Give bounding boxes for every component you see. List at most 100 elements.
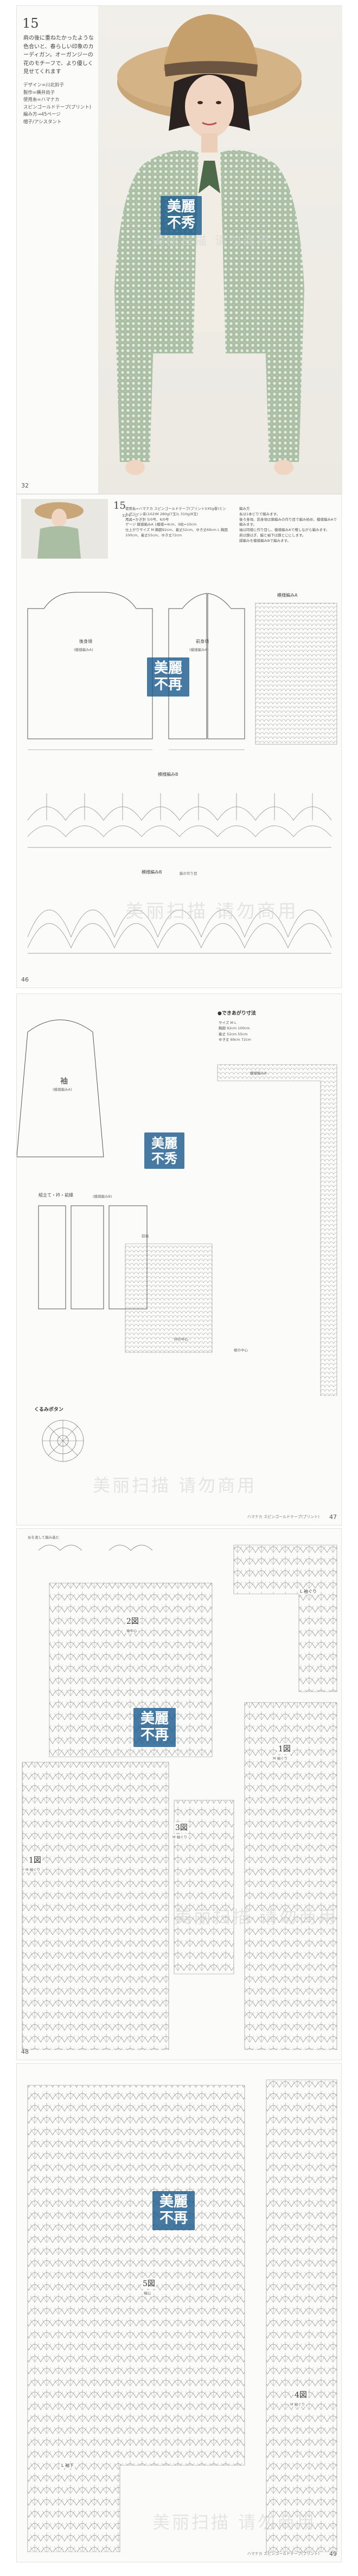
watermark-text: 美丽扫描 请勿商用 xyxy=(152,235,271,248)
spec-line: 仕上がりサイズ M 胸囲92cm、着丈52cm、ゆき丈69cm L 胸囲100c… xyxy=(125,528,228,537)
edge-chart xyxy=(125,1243,213,1353)
page-reference: 32ページ xyxy=(122,514,138,518)
button-title: くるみボタン xyxy=(34,1407,63,1413)
chart-2 xyxy=(49,1583,213,1757)
watermark-box: 美麗 不秀 xyxy=(161,196,202,235)
pattern-meta: デザイン=川北鈴子 製作=横井尚子 使用糸=ハマナカ スピンゴールドテープ(プリ… xyxy=(23,82,94,126)
watermark-line: 不再 xyxy=(154,676,182,693)
stitch-sample xyxy=(108,1545,153,1551)
spec-line: 使用糸=ハマナカ スピンゴールドテープ(プリント)(45g巻)ミントグリーン系(… xyxy=(125,507,226,516)
assembly-body xyxy=(38,1205,104,1309)
watermark-line: 不秀 xyxy=(151,1150,177,1166)
method-line: 縁編みを模様編みBで編みます。 xyxy=(239,538,291,543)
footer-credit: ハマナカ スピンゴールドテープ(プリント) xyxy=(247,2552,319,2556)
pattern-number: 15 xyxy=(22,16,39,31)
size-row: ゆき丈 69cm 72cm xyxy=(219,1037,251,1042)
chart-1-right-label: 1図 xyxy=(277,1743,292,1754)
chart-l-label: L 袖ぐり xyxy=(299,1588,318,1594)
watermark-line: 不再 xyxy=(140,1726,169,1743)
instruction-page: 15 32ページ 使用糸=ハマナカ スピンゴールドテープ(プリント)(45g巻)… xyxy=(16,494,342,988)
meta-line: 帽子/アシスタント xyxy=(23,119,62,125)
chart-2-sublabel: 袖中心 xyxy=(125,1628,138,1633)
chart-intro: 糸を渡して編み進む xyxy=(28,1535,60,1540)
chart-page: 5図 袖山 4図 M 袖ぐり L 袖下 美麗 不再 美丽扫描 请勿商用 ハマナカ… xyxy=(16,2063,342,2562)
chart-5 xyxy=(27,2085,245,2552)
assembly-sublabel: (模様編みB) xyxy=(93,1194,112,1199)
chart-2-label: 2図 xyxy=(125,1616,140,1626)
chart-3-label: 3図 xyxy=(174,1822,189,1833)
chart-l-label: L 袖下 xyxy=(60,2463,75,2469)
size-row: 胸囲 92cm 100cm xyxy=(219,1026,250,1031)
stitch-charts xyxy=(22,1545,337,2050)
size-row: 着丈 52cm 55cm xyxy=(219,1031,248,1036)
watermark-box: 美麗 不再 xyxy=(147,657,189,697)
page-number: 48 xyxy=(21,2048,29,2055)
page-number: 46 xyxy=(21,976,29,983)
back-body-label: 後身頃 xyxy=(79,639,92,644)
lace-border-chart xyxy=(28,793,331,848)
assembly-label: 組立て・衿・前縁 xyxy=(39,1193,73,1198)
meta-line: デザイン=川北鈴子 xyxy=(23,83,65,88)
chart-1 xyxy=(22,1762,169,2050)
watermark-line: 美麗 xyxy=(154,660,182,676)
watermark-box: 美麗 不秀 xyxy=(144,1132,184,1169)
chart-1-right xyxy=(244,1702,337,2050)
method-line: 編み方 xyxy=(239,507,250,511)
pattern-number: 15 xyxy=(113,500,126,511)
watermark-line: 美麗 xyxy=(167,199,195,215)
page-number: 32 xyxy=(21,482,29,489)
method-line: 袖は同様に作り目し、模様編みAで増しながら編みます。 xyxy=(239,528,330,532)
watermark-line: 不再 xyxy=(159,2210,188,2226)
watermark-text: 美丽扫描 请勿商用 xyxy=(93,1475,257,1496)
chart-3 xyxy=(174,1800,234,1974)
chart-3-sublabel: M 袖ぐり xyxy=(171,1834,189,1839)
chart-1-label: 1図 xyxy=(28,1855,42,1865)
edge-label: 前端 xyxy=(142,1234,149,1238)
page-number: 47 xyxy=(329,1514,337,1521)
sleeve-outline xyxy=(17,1020,104,1157)
border-label: 模様編みB xyxy=(250,1071,267,1075)
method-line: 肩は鎖はぎ、脇と袖下は鎖とじにします。 xyxy=(239,533,306,537)
finish-title: ●できあがり寸法 xyxy=(218,1011,256,1016)
sleeve-pattern: (模様編みA) xyxy=(53,1087,72,1092)
front-body-label: 前身頃 xyxy=(196,639,209,644)
back-body-outline xyxy=(27,592,153,739)
page-number: 49 xyxy=(329,2550,337,2558)
chart-1-right-sublabel: M 袖ぐり xyxy=(272,1755,289,1761)
watermark-line: 不秀 xyxy=(167,214,195,231)
pattern-a-label: 模様編みA xyxy=(277,593,298,598)
watermark-box: 美麗 不再 xyxy=(152,2191,195,2230)
garment-schematics xyxy=(27,592,337,750)
chart-4 xyxy=(266,2079,337,2552)
spec-line: 用具=かぎ針 5/0号、6/0号 xyxy=(125,517,169,522)
watermark-text: 美丽扫描 请勿商用 xyxy=(152,2512,317,2533)
watermark-line: 美麗 xyxy=(140,1711,169,1727)
pattern-a-chart xyxy=(255,603,337,745)
chart-l-armhole xyxy=(233,1545,337,1692)
collar-label: 衿の中心 xyxy=(174,1337,188,1341)
method-line: 後ろ身頃、前身頃は鎖編みの作り目で編み始め、模様編みAで編みます。 xyxy=(239,517,337,527)
stitch-sample xyxy=(38,1545,82,1551)
pattern-b-label: 模様編みB xyxy=(142,870,162,875)
front-body-outline xyxy=(207,593,245,739)
chart-page: 糸を渡して編み進む L 袖ぐり 2図 袖中心 1図 M 袖ぐり 3図 M 袖ぐり… xyxy=(16,1528,342,2060)
size-table: サイズ M L 胸囲 92cm 100cm 着丈 52cm 55cm ゆき丈 6… xyxy=(219,1020,316,1043)
watermark-text: 美丽扫描 请勿商用 xyxy=(174,1907,338,1927)
model-illustration xyxy=(114,14,304,475)
meta-line: 編み方→45ページ xyxy=(23,112,61,118)
corner-lace-chart xyxy=(217,1064,337,1396)
pattern-b-ref: 脇の作り目 xyxy=(180,871,197,876)
front-body-pattern: (模様編みA) xyxy=(189,648,209,652)
lace-edge-chart xyxy=(28,909,331,954)
back-body-pattern: (模様編みA) xyxy=(74,648,93,652)
pattern-description: 肩の後に重ねたかったような色合いと、春らしい印象のカーディガン。オーガンジーの花… xyxy=(23,35,94,75)
method-line: 糸は1本どりで編みます。 xyxy=(239,511,280,516)
method-text: 編み方 糸は1本どりで編みます。 後ろ身頃、前身頃は鎖編みの作り目で編み始め、模… xyxy=(239,507,337,543)
chart-1-sublabel: M 袖ぐり xyxy=(24,1866,42,1872)
watermark-text: 美丽扫描 请勿商用 xyxy=(125,901,298,922)
watermark-box: 美麗 不再 xyxy=(133,1708,176,1747)
front-body-outline xyxy=(168,593,207,739)
chart-5-sublabel: 袖山 xyxy=(143,2290,152,2295)
thumbnail-photo xyxy=(21,499,108,559)
sleeve-assembly-diagrams xyxy=(17,1020,337,1396)
